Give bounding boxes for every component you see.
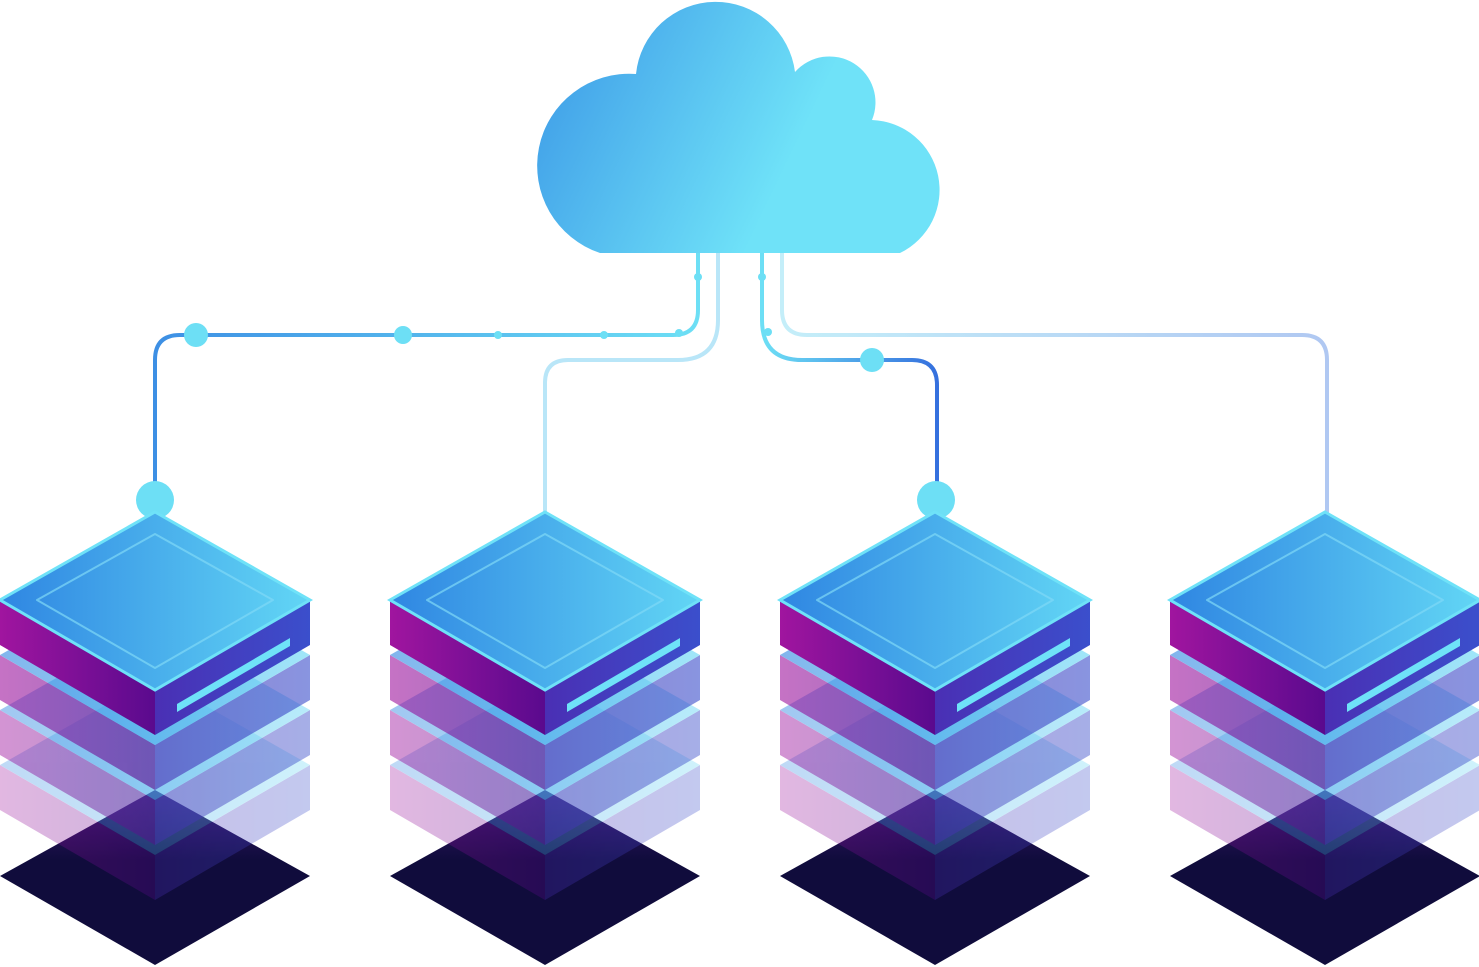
node-dot [394,326,412,344]
line-server-3 [760,253,939,500]
node-dot [136,481,174,519]
node-dot [764,328,772,336]
server-stack-3 [780,512,1090,965]
server-stack-2 [390,512,700,965]
node-dot [860,348,884,372]
node-dot [694,273,702,281]
node-dot [675,329,683,337]
connection-lines [153,253,1329,515]
node-dot [758,273,766,281]
connection-nodes [136,273,955,519]
node-dot [494,331,502,339]
node-dot [184,323,208,347]
node-dot [600,331,608,339]
server-stack-4 [1170,512,1479,965]
line-server-2 [543,253,720,515]
server-stack-1 [0,512,310,965]
line-server-1 [153,253,700,500]
cloud-icon [537,1,940,254]
line-server-4 [780,253,1329,515]
node-dot [917,481,955,519]
